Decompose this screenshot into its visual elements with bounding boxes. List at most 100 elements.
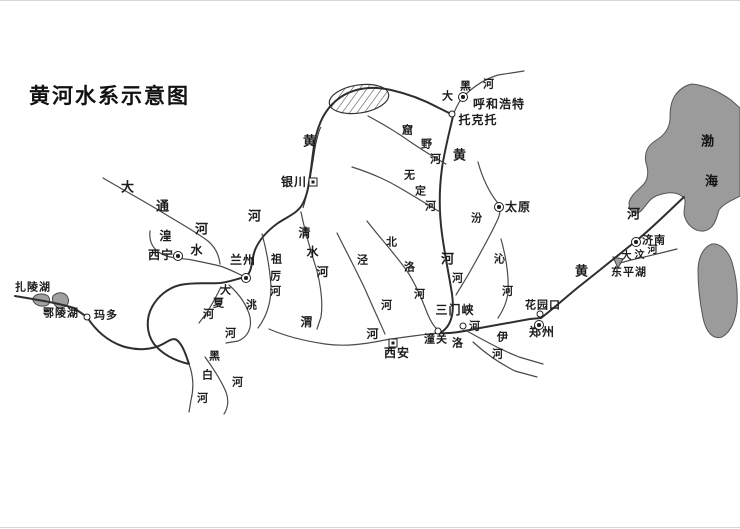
river-main-first-bend (146, 276, 247, 365)
label-qinhe-char1: 沁 (494, 252, 506, 266)
river-datonghe (102, 177, 221, 265)
label-luohe-char2: 河 (469, 319, 481, 333)
label-wudinghe-char3: 河 (425, 199, 437, 213)
marker-huayuankou (536, 310, 544, 318)
label-city-xining: 西宁 (147, 248, 175, 262)
river-wudinghe (351, 166, 441, 213)
label-city-maduo: 玛多 (94, 308, 118, 322)
river-braided-channel (302, 126, 322, 209)
marker-lanzhou (241, 273, 251, 283)
label-daxiahe-char3: 河 (203, 307, 215, 321)
label-weihe-char1: 渭 (300, 315, 314, 329)
hatched-region (328, 83, 390, 115)
label-baihe-char1: 白 (202, 368, 214, 382)
river-qingshuihe (300, 211, 323, 330)
label-huangshui-char2: 水 (190, 243, 204, 257)
label-city-taiyuan: 太原 (504, 200, 532, 214)
river-kuyehe (367, 115, 447, 165)
marker-taiyuan (494, 202, 504, 212)
marker-tuoketuo (448, 110, 456, 118)
label-city-sanmenxia: 三门峡 (435, 303, 475, 317)
river-jinghe (336, 232, 386, 335)
label-dawenhe-char1: 大 (621, 251, 633, 262)
label-huanghe-upper-char1: 黄 (302, 134, 318, 150)
river-main-source (14, 295, 190, 365)
bottom-border-line (0, 527, 740, 528)
label-datonghe-char1: 大 (120, 180, 136, 196)
river-heihe (204, 356, 229, 415)
marker-jinan (631, 237, 641, 247)
label-city-tongguan: 潼关 (424, 332, 448, 346)
river-main-north-reach (245, 86, 454, 278)
label-city-jinan: 济南 (642, 233, 666, 247)
river-qinhe (497, 238, 509, 319)
label-yihe-char2: 河 (492, 347, 504, 361)
label-city-huayuankou: 花园口 (525, 298, 561, 312)
river-huangshui (149, 230, 244, 277)
marker-zhengzhou (534, 320, 544, 330)
label-daheihe-char2: 黑 (460, 79, 472, 93)
label-huanghe-lower-char2: 河 (626, 207, 642, 223)
river-yihe (472, 341, 538, 378)
label-taohe-char2: 河 (225, 326, 237, 340)
map-title: 黄河水系示意图 (29, 84, 190, 108)
label-dawenhe-char3: 河 (647, 245, 659, 256)
label-city-hohhot: 呼和浩特 (472, 97, 526, 111)
label-fenhe-char2: 河 (452, 271, 464, 285)
label-huanghe-lower-char1: 黄 (574, 264, 590, 280)
label-bohai-char2: 海 (704, 174, 720, 190)
label-beiluohe-char1: 北 (386, 235, 398, 249)
marker-tongguan (434, 327, 442, 335)
label-baihe-char2: 河 (197, 391, 209, 405)
label-lake-eling: 鄂陵湖 (43, 306, 79, 320)
label-datonghe-char2: 通 (155, 199, 171, 215)
river-beiluohe (366, 220, 439, 331)
label-huanghe-upper-char2: 河 (247, 209, 263, 225)
label-daheihe-char3: 河 (483, 77, 495, 91)
label-huanghe-middle-char2: 河 (440, 252, 456, 268)
label-heihe-char1: 黑 (209, 349, 221, 363)
label-jinghe-char2: 河 (381, 298, 393, 312)
label-kuyehe-char1: 窟 (402, 123, 414, 137)
label-qingshuihe-char2: 水 (306, 245, 320, 259)
river-taohe (225, 284, 252, 344)
label-daxiahe-char2: 夏 (213, 296, 225, 310)
river-zulihe (257, 233, 272, 329)
label-wudinghe-char1: 无 (404, 168, 416, 182)
label-lake-dongping: 东平湖 (611, 265, 647, 279)
label-city-xian: 西安 (383, 346, 411, 360)
label-lake-zhaling: 扎陵湖 (15, 280, 51, 294)
label-heihe-char2: 河 (232, 375, 244, 389)
label-yihe-char1: 伊 (497, 330, 509, 344)
marker-sanmenxia (459, 322, 467, 330)
label-qingshuihe-char3: 河 (316, 265, 330, 279)
marker-hohhot (458, 92, 468, 102)
marker-xining (173, 251, 183, 261)
marker-yinchuan (308, 177, 318, 187)
label-fenhe-char1: 汾 (471, 211, 483, 225)
label-taohe-char1: 洮 (246, 298, 258, 312)
label-daheihe-char1: 大 (442, 89, 454, 103)
label-bohai-char1: 渤 (700, 134, 716, 150)
label-zulihe-char1: 祖 (271, 252, 283, 266)
label-city-tuoketuo: 托克托 (458, 113, 498, 127)
label-wudinghe-char2: 定 (415, 184, 427, 198)
river-main-south-reach (437, 115, 454, 334)
label-kuyehe-char3: 河 (430, 152, 442, 166)
river-main-lower-reach (540, 196, 685, 319)
river-weihe (268, 328, 439, 346)
label-dawenhe-char2: 汶 (634, 250, 646, 261)
sea-bohai-lower (697, 243, 738, 339)
top-border-line (0, 0, 740, 1)
marker-xian (388, 338, 398, 348)
label-kuyehe-char2: 野 (421, 137, 433, 151)
label-zulihe-char2: 厉 (270, 269, 282, 283)
river-luohe (466, 330, 544, 365)
sea-bohai-upper (628, 83, 740, 232)
river-dawenhe (619, 248, 678, 264)
label-city-yinchuan: 银川 (280, 175, 308, 189)
marker-maduo (83, 313, 91, 321)
river-daxiahe (198, 286, 222, 324)
